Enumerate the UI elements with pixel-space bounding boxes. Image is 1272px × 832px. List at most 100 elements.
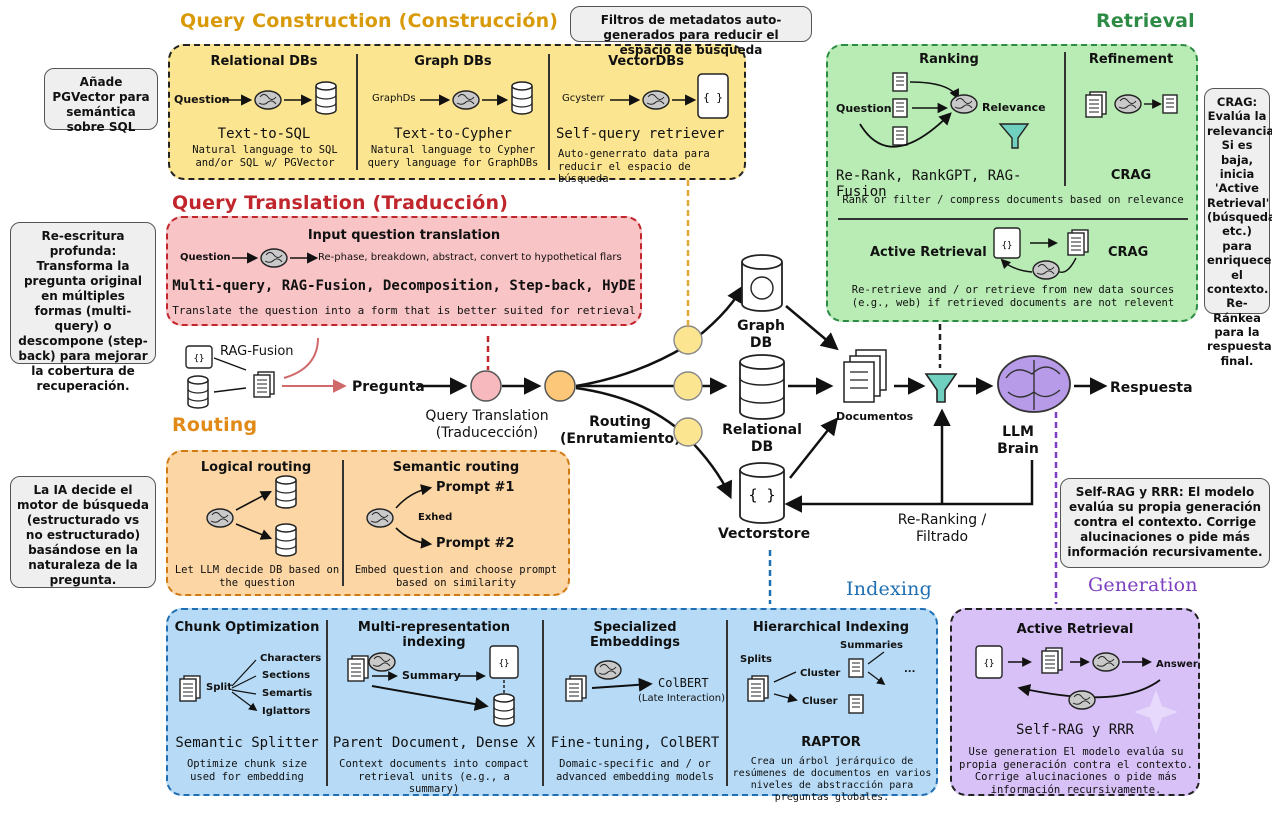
query-translation-title: Query Translation (Traducción) [172, 192, 509, 214]
idx-multi-name: Parent Document, Dense X [332, 735, 536, 751]
idx-chunk-item-3: Iglattors [262, 706, 311, 717]
retrieval-box [826, 44, 1198, 322]
ret-active-name: CRAG [1108, 245, 1149, 260]
idx-chunk-desc: Optimize chunk size used for embedding [186, 758, 308, 783]
flow-documentos: Documentos [836, 410, 914, 423]
ret-refinement-name: CRAG [1110, 168, 1152, 183]
relational-db-icon [739, 354, 785, 420]
idx-hier-desc: Crea un árbol jerárquico de resúmenes de… [732, 756, 932, 803]
retrieval-title: Retrieval [1096, 10, 1195, 32]
note-crag: CRAG: Evalúa la relevancia. Si es baja, … [1204, 88, 1272, 368]
gen-answer: Answer [1156, 659, 1198, 670]
idx-hier-name: RAPTOR [801, 735, 861, 750]
flow-vectorstore: Vectorstore [717, 526, 811, 542]
idx-special-title: Specialized Embeddings [590, 620, 680, 650]
qc-graph-title: Graph DBs [414, 54, 492, 69]
query-construction-title: Query Construction (Construcción) [180, 10, 559, 32]
query-construction-box [168, 44, 746, 180]
note-rewrite: Re-escritura profunda: Transforma la pre… [10, 222, 156, 393]
note-filters: Filtros de metadatos auto-generados para… [570, 6, 812, 57]
svg-text:{ }: { } [748, 486, 775, 504]
vectorstore-icon: { } [739, 462, 785, 524]
qc-graph-desc: Natural language to Cypher query languag… [367, 144, 539, 169]
svg-text:{}: {} [194, 354, 205, 364]
ret-ranking-input: Question [836, 102, 892, 115]
idx-hier-splits: Splits [740, 654, 772, 665]
idx-hier-dots: ... [904, 664, 916, 675]
idx-special-name: Fine-tuning, ColBERT [550, 735, 720, 751]
flow-routing: Routing (Enrutamiento) [560, 414, 681, 447]
idx-chunk-item-1: Sections [262, 670, 311, 681]
routing-logical-title: Logical routing [200, 460, 312, 475]
flow-llm: LLM Brain [997, 424, 1039, 457]
indexing-title: Indexing [846, 578, 932, 600]
idx-hier-title: Hierarchical Indexing [752, 620, 910, 635]
qc-vector-input: Gcysterr [562, 93, 605, 104]
flow-relational-db: Relational DB [722, 422, 802, 455]
flow-graph-db: Graph DB [737, 318, 785, 351]
idx-chunk-name: Semantic Splitter [175, 735, 319, 751]
routing-box [166, 450, 570, 596]
ret-active-title: Active Retrieval [870, 245, 987, 260]
idx-chunk-title: Chunk Optimization [174, 620, 320, 635]
routing-title: Routing [172, 414, 258, 436]
qc-graph-name: Text-to-Cypher [393, 126, 512, 142]
note-pgvector: Añade PGVector para semántica sobre SQL [44, 68, 158, 134]
qc-relational-desc: Natural language to SQL and/or SQL w/ PG… [192, 144, 338, 169]
idx-hier-summaries: Summaries [840, 640, 904, 651]
idx-chunk-split: Split [206, 682, 232, 693]
idx-multi-title: Multi-representation indexing [357, 620, 511, 650]
flow-rerank: Re-Ranking / Filtrado [897, 512, 987, 545]
llm-brain-icon [997, 355, 1071, 413]
idx-special-colbert: ColBERT [658, 676, 709, 690]
routing-semantic-title: Semantic routing [392, 460, 520, 475]
idx-chunk-item-0: Characters [260, 653, 322, 664]
qc-relational-title: Relational DBs [210, 54, 318, 69]
idx-chunk-item-2: Semartis [262, 688, 313, 699]
idx-special-late: (Late Interaction) [638, 693, 726, 704]
flow-pregunta: Pregunta [352, 379, 425, 395]
qc-relational-name: Text-to-SQL [217, 126, 311, 142]
gen-desc: Use generation El modelo evalúa su propi… [959, 746, 1193, 796]
routing-prompt1: Prompt #1 [436, 480, 515, 495]
documentos-icon [843, 349, 887, 403]
qt-methods: Multi-query, RAG-Fusion, Decomposition, … [172, 278, 636, 294]
svg-text:{}: {} [499, 659, 510, 669]
ret-ranking-relevance: Relevance [982, 101, 1046, 114]
qt-title: Input question translation [307, 228, 501, 243]
generation-title: Generation [1088, 574, 1198, 596]
svg-text:{}: {} [984, 659, 995, 669]
idx-hier-cluster1: Cluster [800, 668, 841, 679]
flow-rag-fusion: RAG-Fusion [220, 344, 294, 359]
note-routing: La IA decide el motor de búsqueda (estru… [10, 476, 156, 588]
indexing-box [166, 608, 938, 796]
query-translation-box [166, 216, 642, 326]
ret-ranking-methods: Re-Rank, RankGPT, RAG-Fusion [836, 168, 1022, 200]
svg-text:{}: {} [1002, 241, 1013, 251]
qt-input: Question [180, 252, 231, 263]
svg-text:{ }: { } [703, 91, 723, 104]
qt-arrow-text: Re-phase, breakdown, abstract, convert t… [318, 252, 622, 263]
note-selfrag: Self-RAG y RRR: El modelo evalúa su prop… [1060, 478, 1270, 568]
ret-ranking-title: Ranking [919, 52, 979, 67]
routing-logical-desc: Let LLM decide DB based on the question [174, 564, 340, 589]
ret-rank-desc: Rank or filter / compress documents base… [842, 194, 1184, 206]
gen-name: Self-RAG y RRR [1015, 722, 1134, 738]
routing-mid: Exhed [418, 512, 453, 523]
idx-multi-desc: Context documents into compact retrieval… [339, 758, 529, 796]
qc-vector-name: Self-query retriever [556, 126, 725, 142]
ret-active-desc: Re-retrieve and / or retrieve from new d… [851, 284, 1175, 309]
qc-vector-title: VectorDBs [608, 54, 684, 69]
qc-relational-input: Question [174, 93, 230, 106]
idx-multi-summary: Summary [402, 669, 461, 682]
gen-title: Active Retrieval [1016, 622, 1134, 637]
ret-refinement-title: Refinement [1088, 52, 1174, 67]
idx-hier-cluster2: Cluser [802, 696, 838, 707]
graph-db-icon [741, 254, 783, 312]
flow-query-translation: Query Translation (Traducección) [425, 408, 549, 441]
qc-graph-input: GraphDs [372, 93, 416, 104]
idx-special-desc: Domaic-specific and / or advanced embedd… [555, 758, 715, 783]
qt-desc: Translate the question into a form that … [172, 304, 636, 317]
flow-respuesta: Respuesta [1110, 380, 1193, 396]
